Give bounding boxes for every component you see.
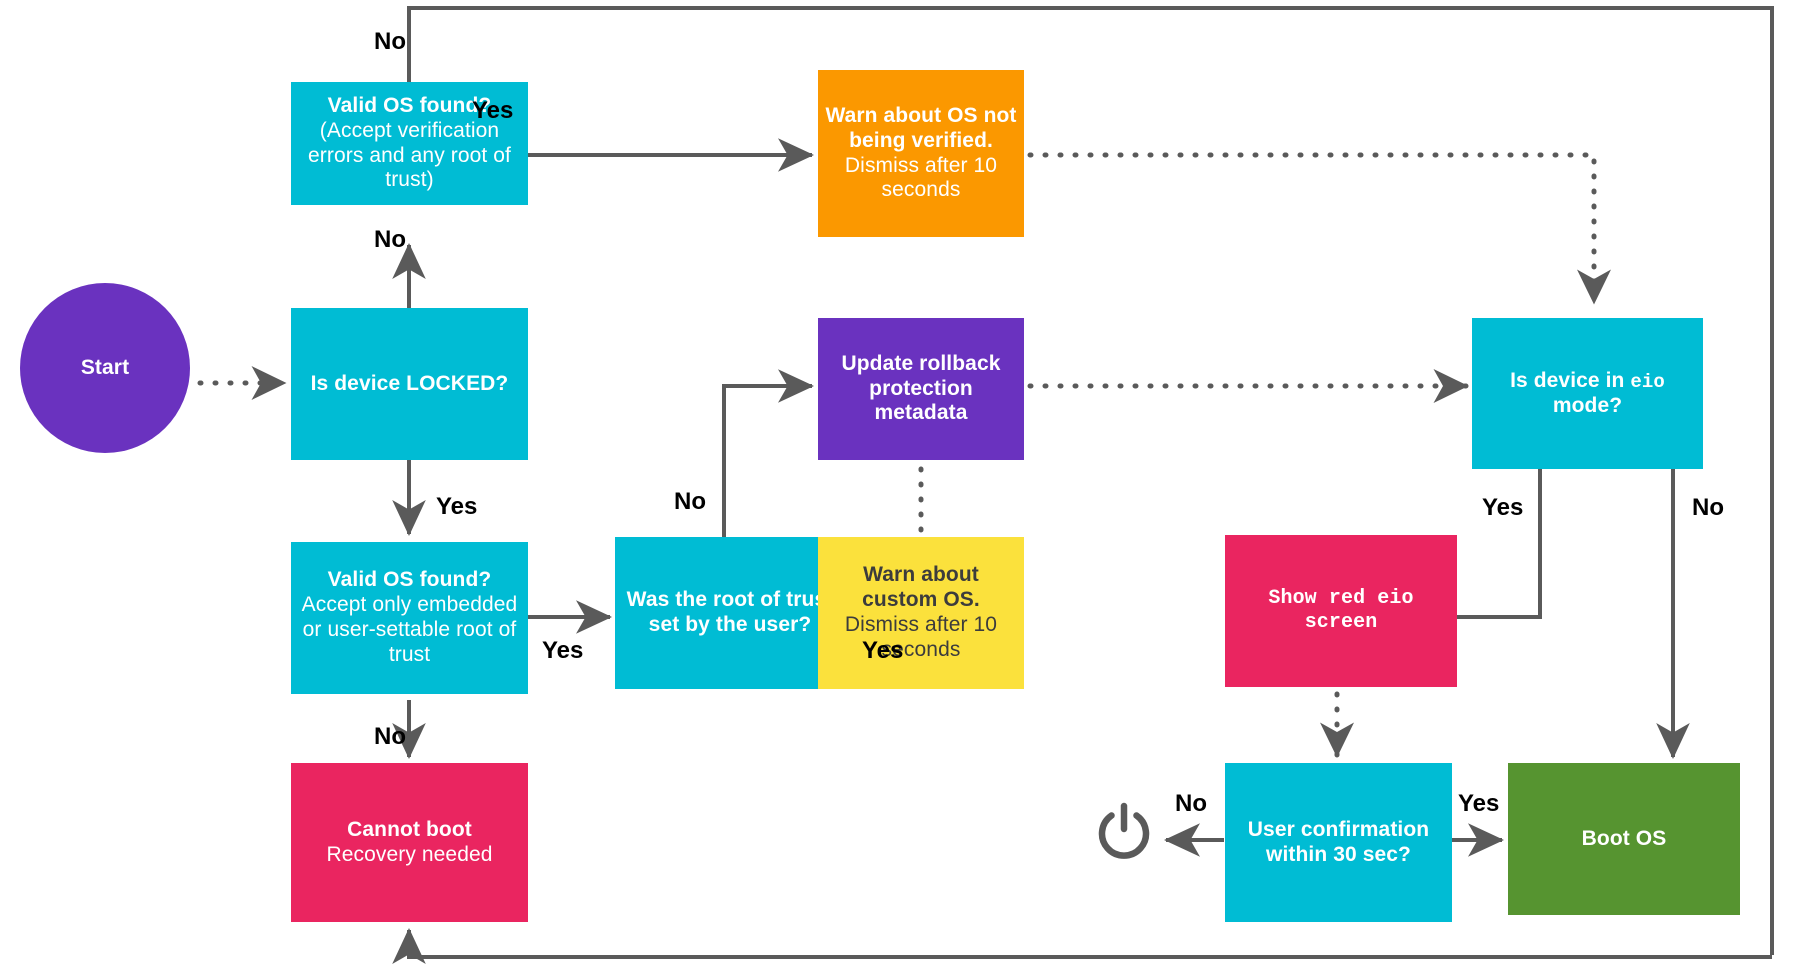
valid-os-found-locked-subtitle: Accept only embedded or user-settable ro… xyxy=(301,593,518,666)
show-red-eio-screen-node[interactable]: Show red eio screen xyxy=(1225,535,1457,687)
user-confirmation-node[interactable]: User confirmation within 30 sec? xyxy=(1225,763,1452,922)
eio-title-pre: Is device in xyxy=(1510,368,1631,392)
red-eio-keyword: eio xyxy=(1377,587,1414,611)
start-node[interactable]: Start xyxy=(20,283,190,453)
edge-label-yes-confirm: Yes xyxy=(1458,790,1500,817)
edge-label-yes-eio: Yes xyxy=(1482,494,1524,521)
valid-os-found-locked-node[interactable]: Valid OS found? Accept only embedded or … xyxy=(291,542,528,694)
is-device-in-eio-mode-title: Is device in eio mode? xyxy=(1478,369,1697,419)
root-of-trust-set-by-user-node[interactable]: Was the root of trust set by the user? xyxy=(615,537,845,689)
edge-label-no-rot: No xyxy=(674,488,706,515)
start-node-title: Start xyxy=(80,355,130,379)
valid-os-found-unlocked-node[interactable]: Valid OS found? (Accept verification err… xyxy=(291,82,528,205)
red-eio-title-post: screen xyxy=(1304,611,1378,634)
edge-bottom-rail xyxy=(392,928,1772,964)
warn-os-not-verified-title: Warn about OS not being verified. xyxy=(825,103,1017,152)
user-confirmation-title: User confirmation within 30 sec? xyxy=(1247,817,1430,866)
power-off-glyph xyxy=(1098,802,1150,859)
warn-os-not-verified-subtitle: Dismiss after 10 seconds xyxy=(844,153,998,202)
edge-label-yes-rot: Yes xyxy=(862,637,904,664)
boot-os-title: Boot OS xyxy=(1581,826,1667,850)
valid-os-found-unlocked-title: Valid OS found? xyxy=(327,93,492,117)
edge-label-no-unlocked: No xyxy=(374,28,406,55)
power-off-icon xyxy=(1093,800,1155,862)
cannot-boot-subtitle: Recovery needed xyxy=(326,842,493,866)
is-device-locked-node[interactable]: Is device LOCKED? xyxy=(291,308,528,460)
valid-os-found-locked-title: Valid OS found? xyxy=(327,568,492,592)
update-rollback-protection-title: Update rollback protection metadata xyxy=(841,351,1001,425)
warn-custom-os-node[interactable]: Warn about custom OS. Dismiss after 10 s… xyxy=(818,537,1024,689)
edge-unlocked-no-rail xyxy=(407,6,1774,955)
edge-label-yes-unlocked: Yes xyxy=(472,97,514,124)
edge-label-no-locked: No xyxy=(374,226,406,253)
edge-label-no-confirm: No xyxy=(1175,790,1207,817)
cannot-boot-node[interactable]: Cannot boot Recovery needed xyxy=(291,763,528,922)
valid-os-found-unlocked-subtitle: (Accept verification errors and any root… xyxy=(308,118,511,192)
warn-os-not-verified-node[interactable]: Warn about OS not being verified. Dismis… xyxy=(818,70,1024,237)
edge-label-no-validos: No xyxy=(374,723,406,750)
edge-label-yes-validos: Yes xyxy=(542,637,584,664)
root-of-trust-set-by-user-title: Was the root of trust set by the user? xyxy=(626,588,834,636)
cannot-boot-title: Cannot boot xyxy=(347,817,472,841)
edge-rot-no xyxy=(722,369,814,537)
edge-label-no-eio: No xyxy=(1692,494,1724,521)
edge-warn-to-eio xyxy=(1027,152,1612,305)
eio-title-post: mode? xyxy=(1552,393,1623,417)
show-red-eio-screen-title: Show red eio screen xyxy=(1231,587,1451,634)
update-rollback-protection-node[interactable]: Update rollback protection metadata xyxy=(818,318,1024,460)
warn-custom-os-title: Warn about custom OS. xyxy=(862,563,980,612)
eio-keyword: eio xyxy=(1630,370,1665,393)
boot-os-node[interactable]: Boot OS xyxy=(1508,763,1740,915)
is-device-locked-title: Is device LOCKED? xyxy=(310,371,509,395)
red-eio-title-pre: Show red xyxy=(1268,587,1378,611)
edge-label-yes-locked: Yes xyxy=(436,493,478,520)
is-device-in-eio-mode-node[interactable]: Is device in eio mode? xyxy=(1472,318,1703,469)
warn-custom-os-subtitle: Dismiss after 10 seconds xyxy=(844,613,998,661)
